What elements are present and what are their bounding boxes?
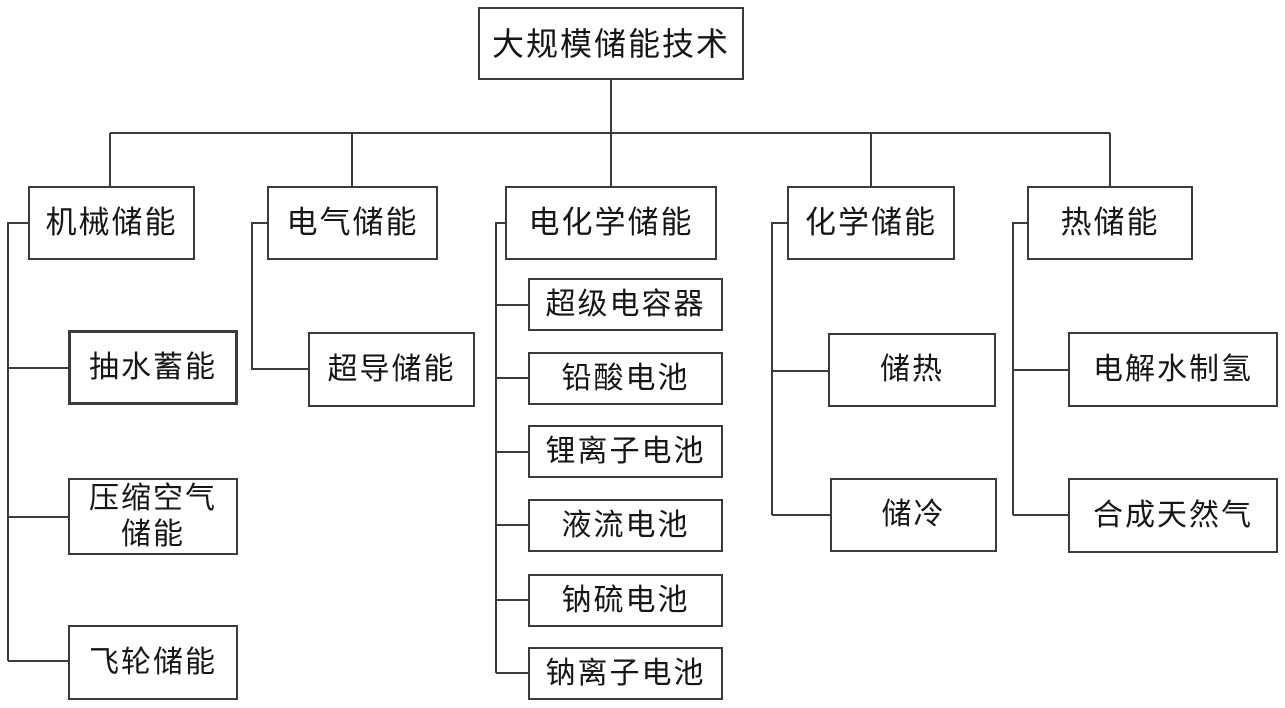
node-sodium-sulfur-battery: 钠硫电池 xyxy=(528,574,723,627)
node-root-large-scale-energy-storage: 大规模储能技术 xyxy=(478,7,744,80)
node-cold-storage: 储冷 xyxy=(830,478,997,552)
node-synthetic-natural-gas: 合成天然气 xyxy=(1068,478,1278,553)
node-electrical-storage: 电气储能 xyxy=(267,186,438,260)
node-heat-storage: 储热 xyxy=(828,333,996,407)
node-flow-battery: 液流电池 xyxy=(528,499,723,552)
node-water-electrolysis-hydrogen: 电解水制氢 xyxy=(1068,332,1278,407)
node-sodium-ion-battery: 钠离子电池 xyxy=(528,647,723,700)
node-superconducting-storage: 超导储能 xyxy=(308,332,475,407)
node-flywheel-storage: 飞轮储能 xyxy=(68,625,238,700)
node-lithium-ion-battery: 锂离子电池 xyxy=(528,425,723,478)
connector-mechanical-children xyxy=(7,222,68,662)
node-chemical-storage: 化学储能 xyxy=(787,186,955,260)
node-lead-acid-battery: 铅酸电池 xyxy=(528,352,723,405)
node-supercapacitor: 超级电容器 xyxy=(528,278,723,331)
connector-electrochemical-children xyxy=(495,222,528,674)
connector-chemical-children xyxy=(771,222,830,516)
node-thermal-storage: 热储能 xyxy=(1027,186,1193,260)
connector-thermal-children xyxy=(1012,222,1068,516)
connector-root-bus xyxy=(109,80,1111,186)
node-electrochemical-storage: 电化学储能 xyxy=(505,186,717,260)
node-mechanical-storage: 机械储能 xyxy=(28,186,195,260)
node-pumped-hydro-storage: 抽水蓄能 xyxy=(68,330,238,405)
node-compressed-air-storage: 压缩空气 储能 xyxy=(68,478,238,555)
